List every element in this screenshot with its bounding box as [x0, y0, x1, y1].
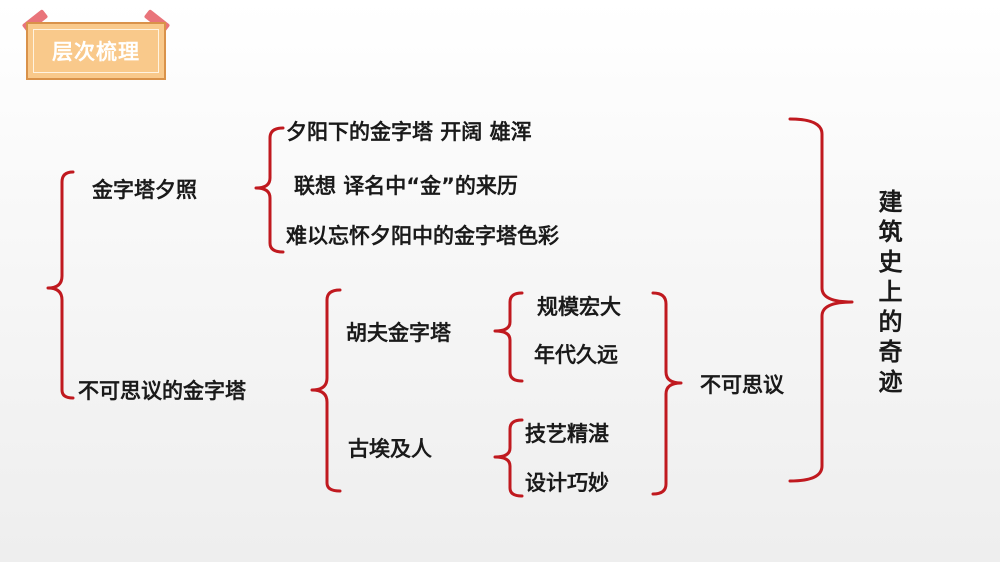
part1-label: 金字塔夕照 — [92, 178, 197, 202]
section-tag: 层次梳理 — [26, 22, 166, 80]
brace-part1 — [254, 126, 285, 254]
sub2-item-1: 技艺精湛 — [525, 422, 609, 446]
part1-item-3: 难以忘怀夕阳中的金字塔色彩 — [286, 224, 559, 248]
sub1-item-2: 年代久远 — [534, 343, 618, 367]
part1-item-1: 夕阳下的金字塔 开阔 雄浑 — [286, 120, 532, 144]
sub2-item-2: 设计巧妙 — [525, 471, 609, 495]
brace-main — [46, 170, 75, 400]
brace-part2 — [310, 288, 342, 493]
conclusion-label: 建筑史上的奇迹 — [874, 189, 902, 399]
brace-summary — [651, 291, 683, 496]
part2-label: 不可思议的金字塔 — [78, 379, 246, 403]
sub1-item-1: 规模宏大 — [537, 295, 621, 319]
summary-label: 不可思议 — [700, 373, 784, 397]
section-tag-label: 层次梳理 — [33, 29, 159, 73]
sub1-label: 胡夫金字塔 — [346, 321, 451, 345]
sub2-label: 古埃及人 — [348, 437, 432, 461]
brace-sub2 — [493, 418, 524, 498]
brace-sub1 — [493, 291, 524, 383]
brace-conclusion — [788, 117, 854, 483]
part1-item-2: 联想 译名中“金”的来历 — [294, 174, 518, 198]
